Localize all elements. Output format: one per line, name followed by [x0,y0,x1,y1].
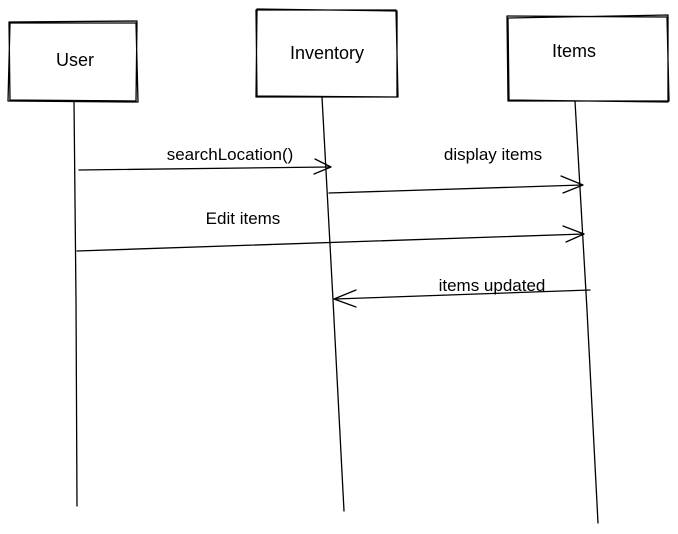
message-display-items-label: display items [444,145,542,164]
message-search-location-label: searchLocation() [167,145,294,164]
message-items-updated-label: items updated [439,276,546,295]
participant-user-label: User [56,50,94,70]
message-search-location-line [78,166,330,171]
message-items-updated-line [334,289,591,300]
participant-items-box [506,14,670,103]
participant-user[interactable]: User [7,20,139,103]
message-edit-items: Edit items [76,209,585,252]
participant-inventory[interactable]: Inventory [255,8,399,98]
message-display-items: display items [328,145,584,194]
participant-items-label: Items [552,41,596,61]
message-display-items-arrowhead [560,175,584,194]
message-search-location-arrowhead [313,158,332,175]
participant-user-box [7,20,139,103]
message-items-updated-arrowhead [333,289,357,308]
message-edit-items-arrowhead [562,225,585,243]
lifeline-inventory [321,96,345,512]
message-search-location: searchLocation() [78,145,332,175]
message-display-items-line [328,184,583,194]
participant-inventory-box [255,8,399,98]
participant-items[interactable]: Items [506,14,670,103]
lifeline-items [574,100,599,524]
message-edit-items-line [76,233,585,252]
message-edit-items-label: Edit items [206,209,281,228]
participant-inventory-label: Inventory [290,43,364,63]
lifeline-user [73,100,78,507]
message-items-updated: items updated [333,276,591,308]
